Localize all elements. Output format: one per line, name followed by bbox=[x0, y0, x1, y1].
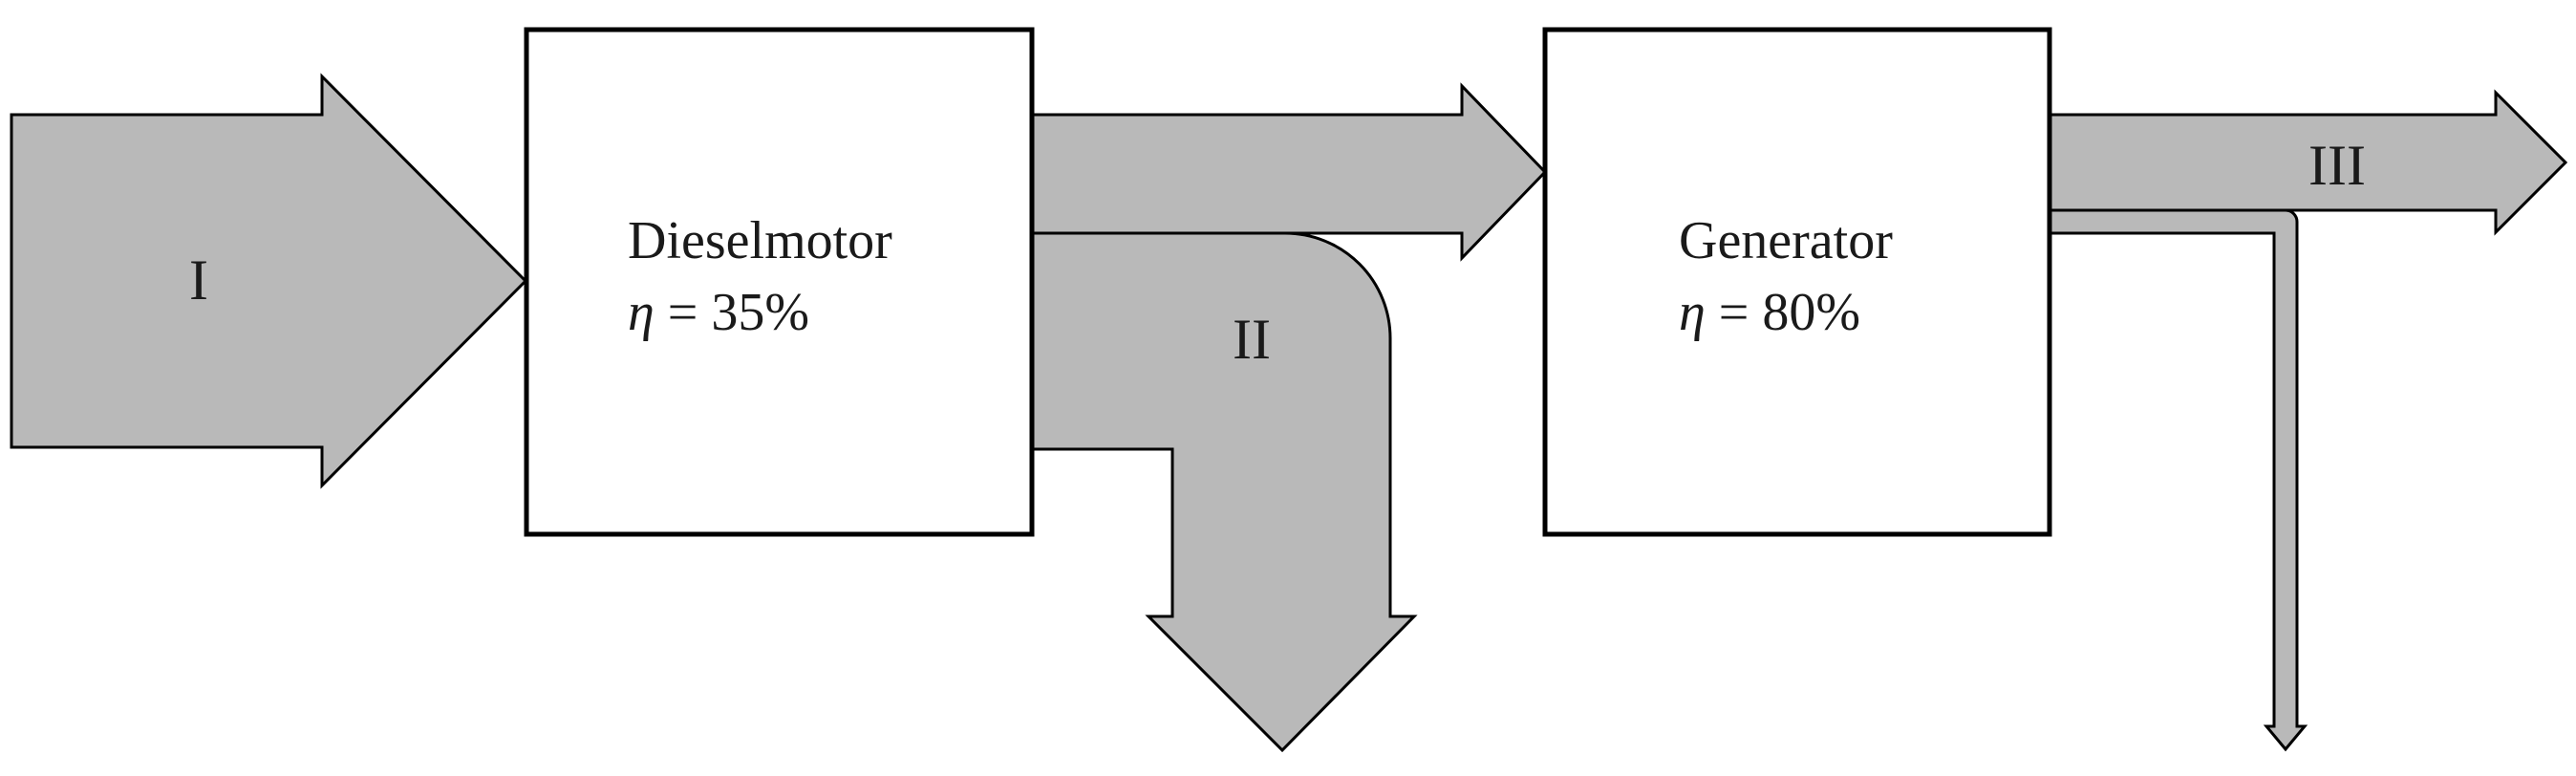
diesel-engine-eta-value: = 35% bbox=[655, 283, 809, 342]
diesel-engine-block bbox=[524, 27, 1035, 537]
flow-loss-arrow bbox=[1028, 231, 1418, 753]
flow-engine-to-generator-arrow bbox=[1028, 82, 1548, 262]
flow-input-label: I bbox=[189, 248, 208, 312]
diesel-engine-name: Dieselmotor bbox=[628, 211, 892, 270]
flow-output-label: III bbox=[2308, 134, 2366, 197]
diesel-engine-efficiency: η = 35% bbox=[628, 283, 809, 342]
flow-loss-label: II bbox=[1233, 308, 1271, 371]
generator-eta-symbol: η bbox=[1679, 283, 1706, 342]
flow-generator-loss-arrow bbox=[2048, 208, 2308, 752]
generator-efficiency: η = 80% bbox=[1679, 283, 1860, 342]
diesel-engine-eta-symbol: η bbox=[628, 283, 655, 342]
generator-name: Generator bbox=[1679, 211, 1893, 270]
flow-input-arrow bbox=[10, 73, 528, 489]
generator-block bbox=[1542, 27, 2052, 537]
generator-eta-value: = 80% bbox=[1706, 283, 1860, 342]
